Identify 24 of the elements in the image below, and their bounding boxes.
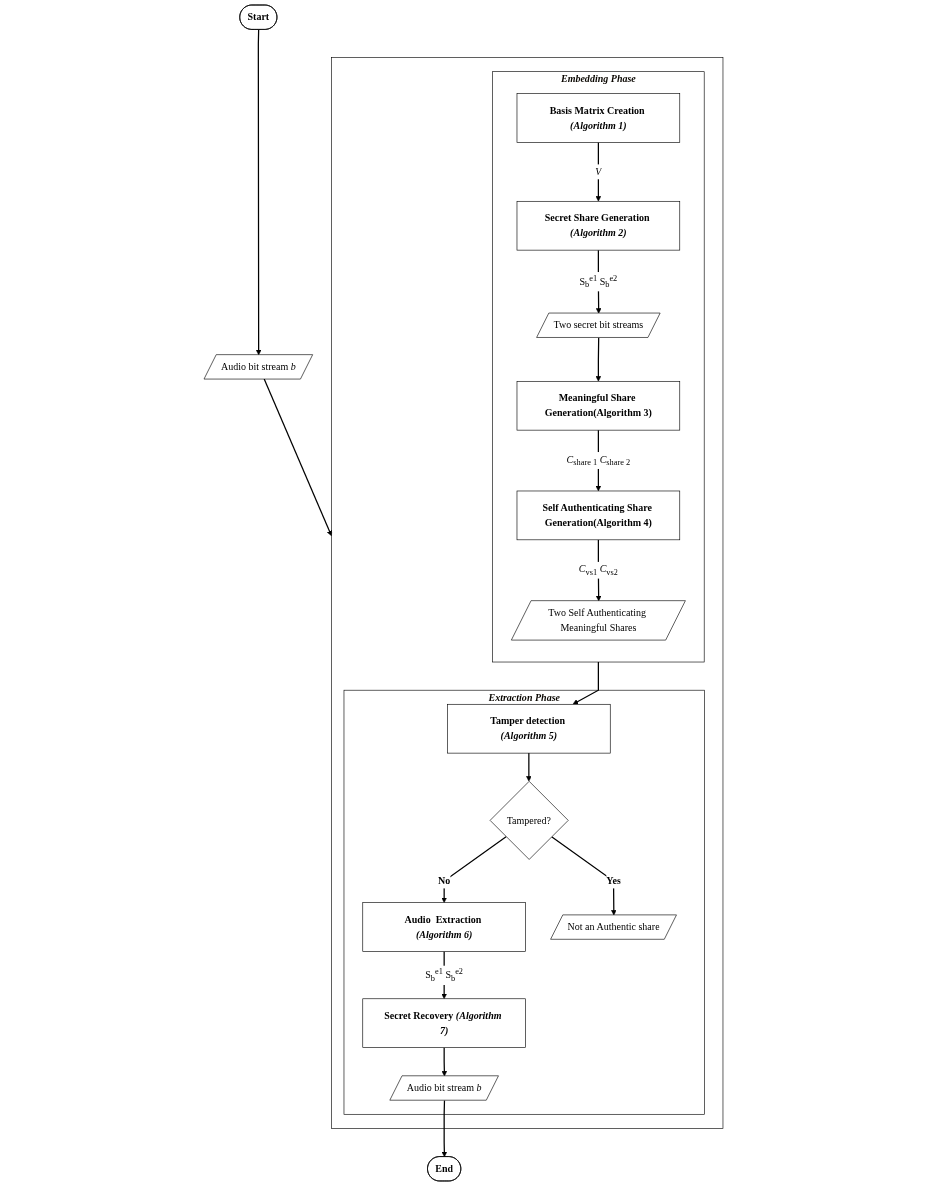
edge-label: No [438,875,451,887]
arrow [263,378,333,537]
node-box: Secret Share Generation (Algorithm 2) [516,201,681,251]
node-box: Tamper detection (Algorithm 5) [447,703,611,754]
node-box: Audio Extraction (Algorithm 6) [362,902,526,952]
node-box: Meaningful Share Generation(Algorithm 3) [516,381,681,431]
arrow [551,836,617,916]
arrow [441,1047,448,1077]
arrow [572,661,599,705]
arrow [441,836,507,903]
node-diamond: Tampered? [489,781,569,860]
edge-label: C$_{vs1}$ C$_{vs2}$ [578,563,618,577]
arrow [595,337,602,382]
edge-label: C$_{share 1}$ C$_{share 2}$ [566,453,631,468]
node-box: Basis Matrix Creation (Algorithm 1) [516,93,681,143]
node-box: Self Authenticating Share Generation(Algorithm 4) [516,490,681,541]
cluster [331,57,724,1129]
node-box: Secret Recovery (Algorithm 7) [362,998,526,1048]
arrow [441,1099,448,1158]
arrow [255,29,262,356]
arrow [526,752,532,782]
arrow [595,141,602,202]
edge-label: V [595,166,602,177]
edge-label: Yes [606,875,621,887]
